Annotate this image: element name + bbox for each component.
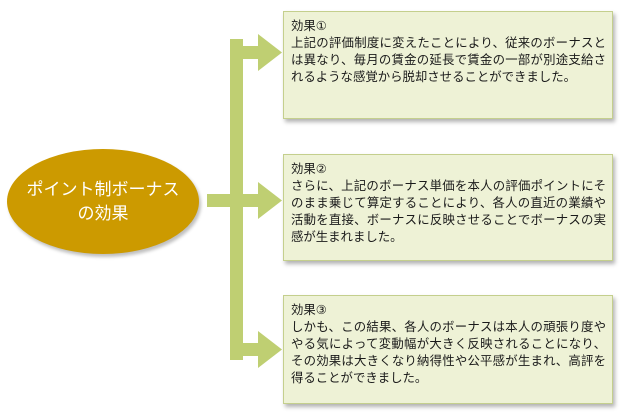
center-node-label: ポイント制ボーナス の効果 bbox=[26, 179, 180, 224]
connector-arrowhead-1 bbox=[258, 34, 282, 71]
effect-title-1: 効果① bbox=[291, 18, 327, 33]
effect-text-2: さらに、上記のボーナス単価を本人の評価ポイントにそのまま乗じて算定することにより… bbox=[291, 178, 606, 244]
effect-box-1: 効果① 上記の評価制度に変えたことにより、従来のボーナスとは異なり、毎月の賃金の… bbox=[283, 11, 613, 119]
connector-branch-2 bbox=[243, 194, 260, 207]
connector-arrowhead-3 bbox=[258, 331, 282, 368]
connector-trunk bbox=[230, 39, 243, 360]
connector-branch-1 bbox=[243, 46, 260, 59]
effect-text-1: 上記の評価制度に変えたことにより、従来のボーナスとは異なり、毎月の賃金の延長で賃… bbox=[291, 35, 606, 84]
effect-title-3: 効果③ bbox=[291, 302, 327, 317]
effect-box-3: 効果③ しかも、この結果、各人のボーナスは本人の頑張り度ややる気によって変動幅が… bbox=[283, 295, 613, 404]
effect-text-3: しかも、この結果、各人のボーナスは本人の頑張り度ややる気によって変動幅が大きく反… bbox=[291, 319, 606, 385]
effect-title-2: 効果② bbox=[291, 161, 327, 176]
connector-branch-3 bbox=[243, 343, 260, 356]
connector-arrowhead-2 bbox=[258, 182, 282, 219]
effect-box-2: 効果② さらに、上記のボーナス単価を本人の評価ポイントにそのまま乗じて算定するこ… bbox=[283, 154, 613, 261]
center-node: ポイント制ボーナス の効果 bbox=[7, 149, 199, 254]
